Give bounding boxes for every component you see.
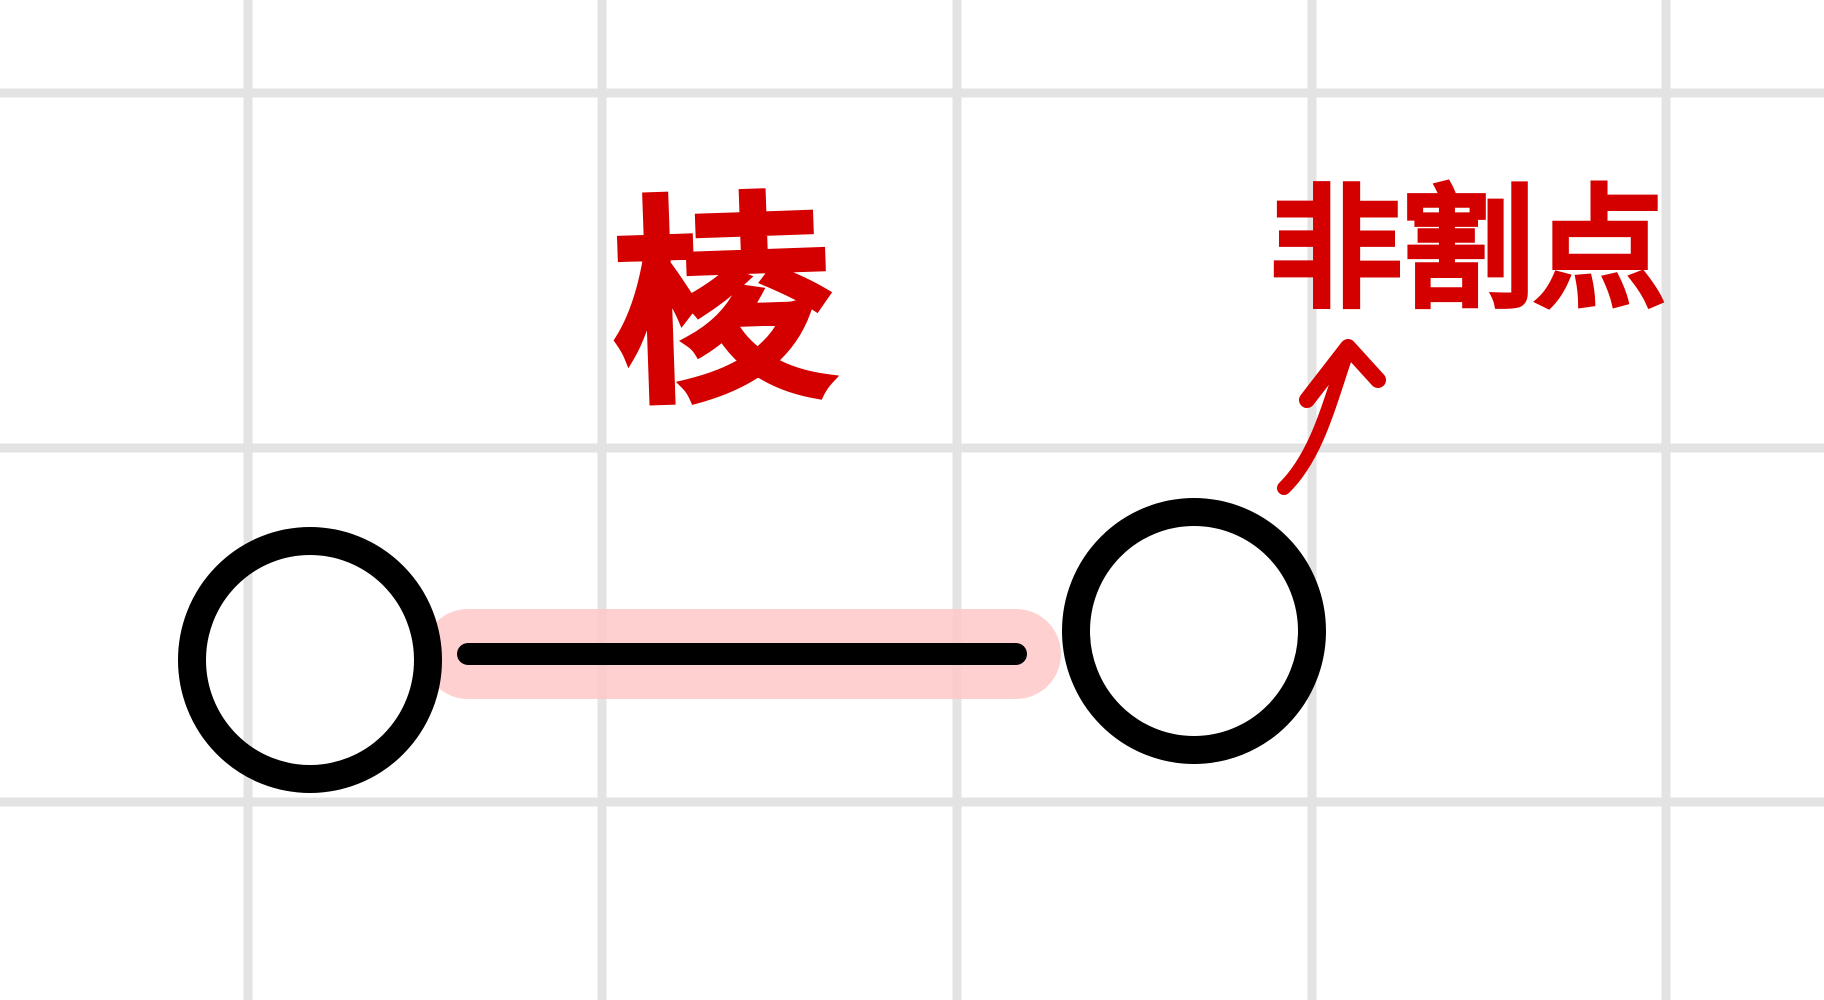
edge-label: 棱	[608, 172, 838, 436]
arrow-shaft	[1277, 351, 1352, 495]
annotation-arrow	[1277, 339, 1386, 495]
arrow-head-icon	[1299, 339, 1386, 408]
node-label: 非割点	[1270, 173, 1666, 327]
left-node	[178, 527, 442, 793]
right-node	[1062, 498, 1326, 764]
